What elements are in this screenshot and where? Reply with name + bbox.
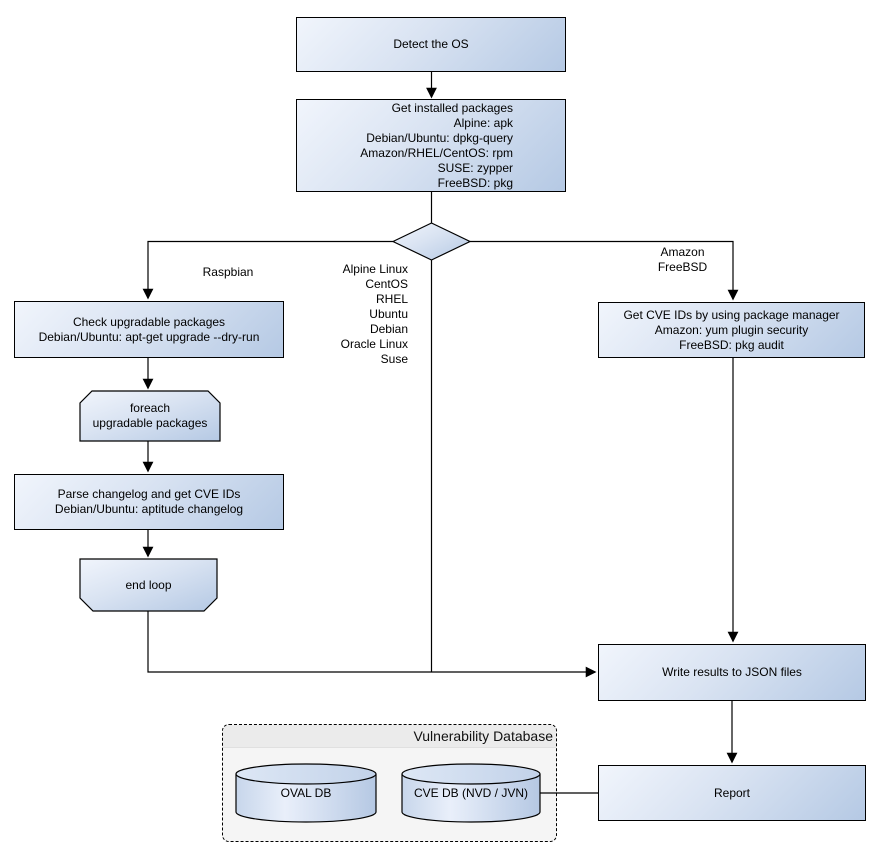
foreach-loop-label: foreach upgradable packages — [92, 401, 208, 430]
get-installed-packages-node: Get installed packages Alpine: apk Debia… — [296, 99, 566, 192]
amazon-freebsd-branch-label: Amazon FreeBSD — [657, 245, 708, 274]
end-loop-label: end loop — [125, 577, 172, 592]
parse-changelog-node: Parse changelog and get CVE IDs Debian/U… — [14, 474, 284, 530]
vulnerability-database-header: Vulnerability Database — [223, 725, 556, 748]
get-cve-ids-node: Get CVE IDs by using package manager Ama… — [598, 302, 865, 358]
foreach-loop-shape — [79, 390, 221, 442]
decision-diamond-node — [391, 222, 472, 261]
detect-os-node: Detect the OS — [296, 17, 566, 72]
write-results-node: Write results to JSON files — [598, 644, 866, 701]
vulnerability-database-title: Vulnerability Database — [413, 728, 553, 744]
end-loop-shape — [79, 558, 218, 612]
report-node: Report — [598, 765, 866, 821]
raspbian-branch-label: Raspbian — [202, 265, 254, 279]
vulnerability-database-group: Vulnerability Database — [222, 724, 557, 842]
os-list-branch-label: Alpine Linux CentOS RHEL Ubuntu Debian O… — [340, 262, 408, 366]
edge-endloop-to-write — [147, 611, 597, 678]
check-upgradable-packages-node: Check upgradable packages Debian/Ubuntu:… — [14, 301, 284, 358]
